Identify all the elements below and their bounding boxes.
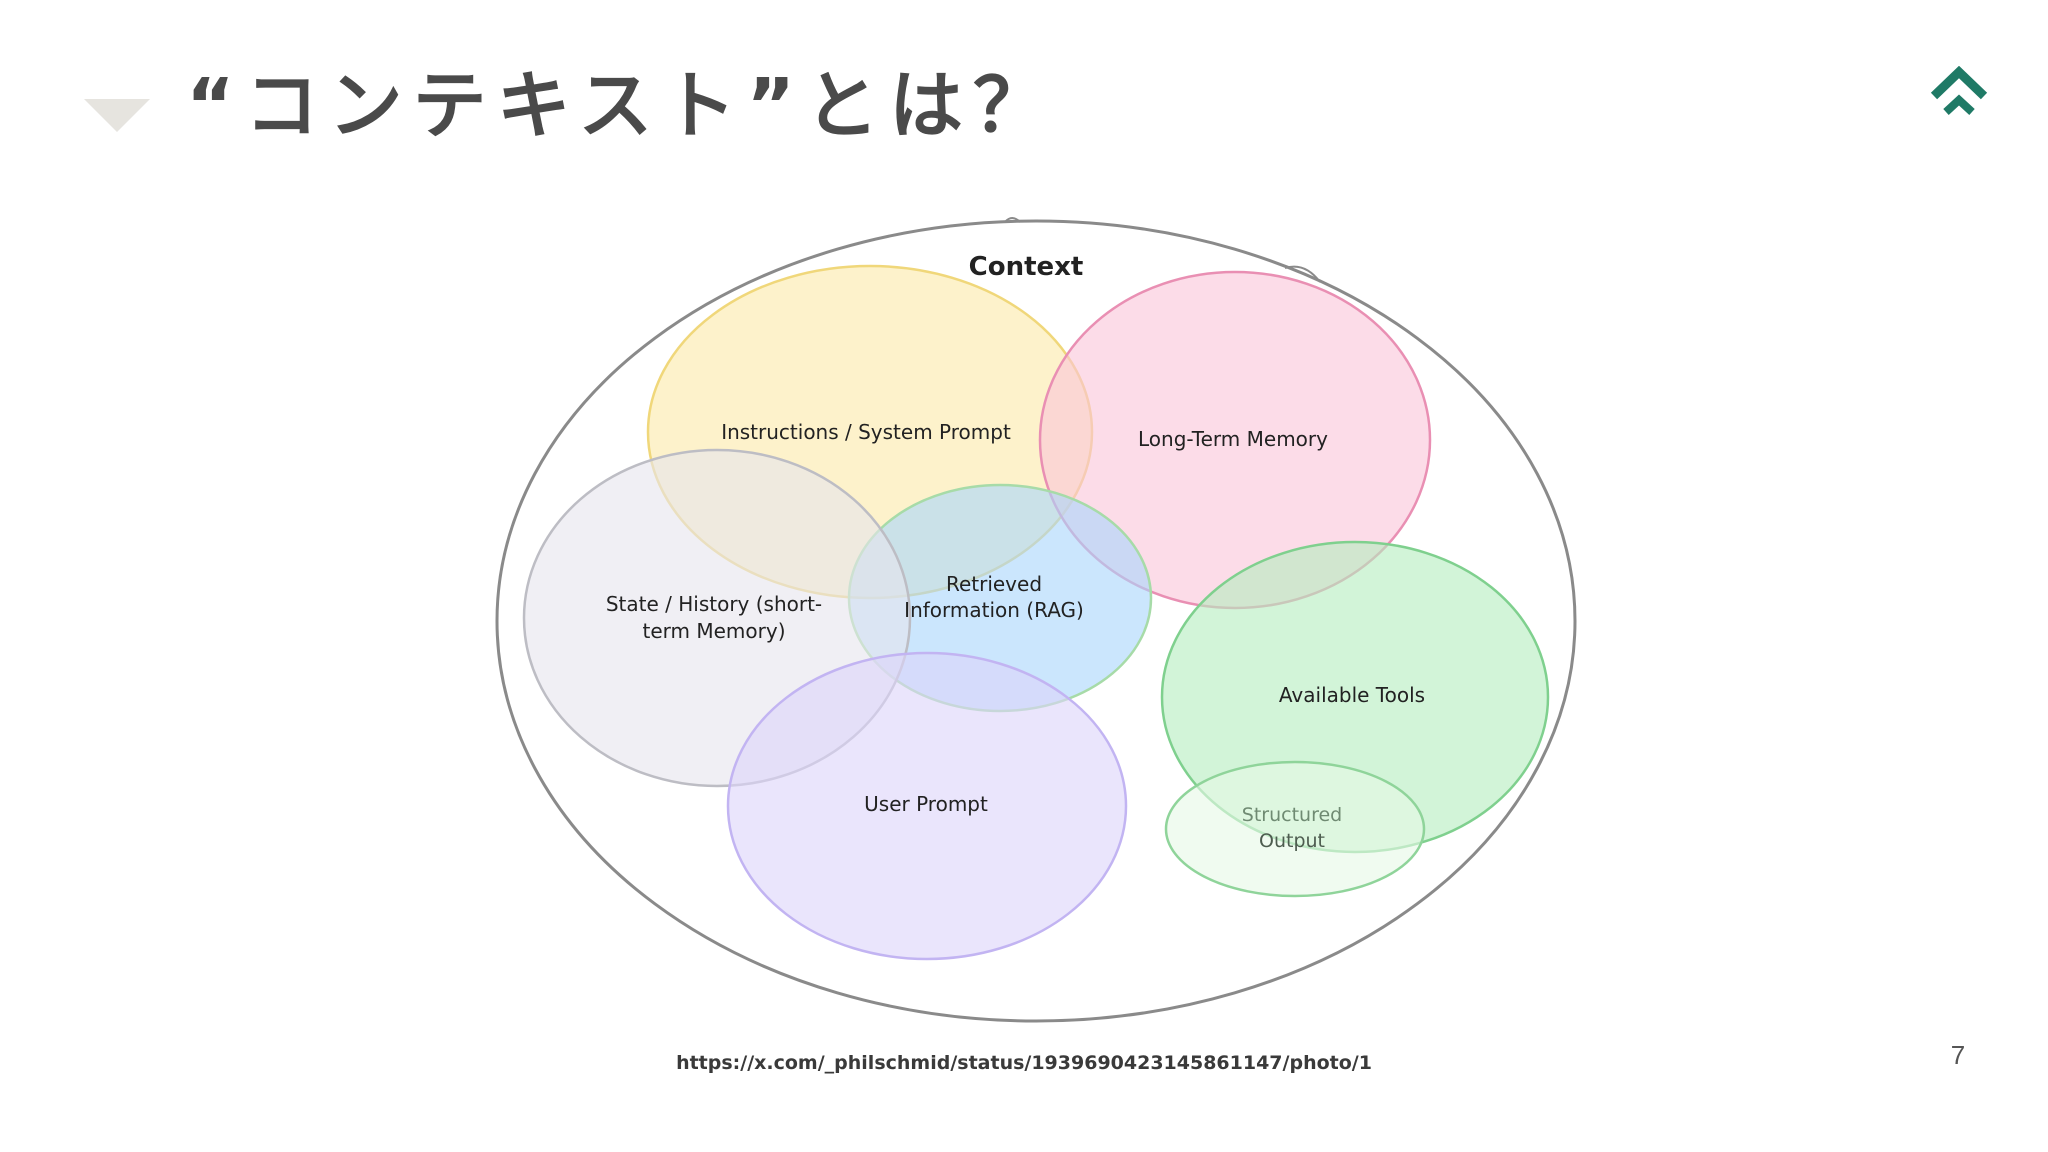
brand-logo-icon xyxy=(1930,66,1988,115)
context-outer-ellipse xyxy=(495,219,1577,1023)
page-number: 7 xyxy=(1950,1040,1966,1070)
user-prompt-ellipse xyxy=(726,651,1128,961)
instructions-label: Instructions / System Prompt xyxy=(721,420,1011,444)
structured-output-label-line2: Output xyxy=(1259,830,1325,852)
state-history-label-line2: term Memory) xyxy=(643,619,786,643)
title-marker-triangle-icon xyxy=(84,99,150,132)
context-label: Context xyxy=(969,252,1084,282)
rag-label-line1: Retrieved xyxy=(946,572,1042,596)
long-term-memory-label: Long-Term Memory xyxy=(1138,427,1328,451)
slide-title: “コンテキスト”とは？ xyxy=(186,63,1058,149)
source-url[interactable]: https://x.com/_philschmid/status/1939690… xyxy=(676,1052,1372,1074)
available-tools-label: Available Tools xyxy=(1279,683,1425,707)
state-history-label-line1: State / History (short- xyxy=(606,592,822,616)
structured-output-ellipse xyxy=(1164,760,1426,898)
user-prompt-label: User Prompt xyxy=(864,792,988,816)
structured-output-label-line1: Structured xyxy=(1242,804,1342,826)
rag-label-line2: Information (RAG) xyxy=(904,598,1084,622)
